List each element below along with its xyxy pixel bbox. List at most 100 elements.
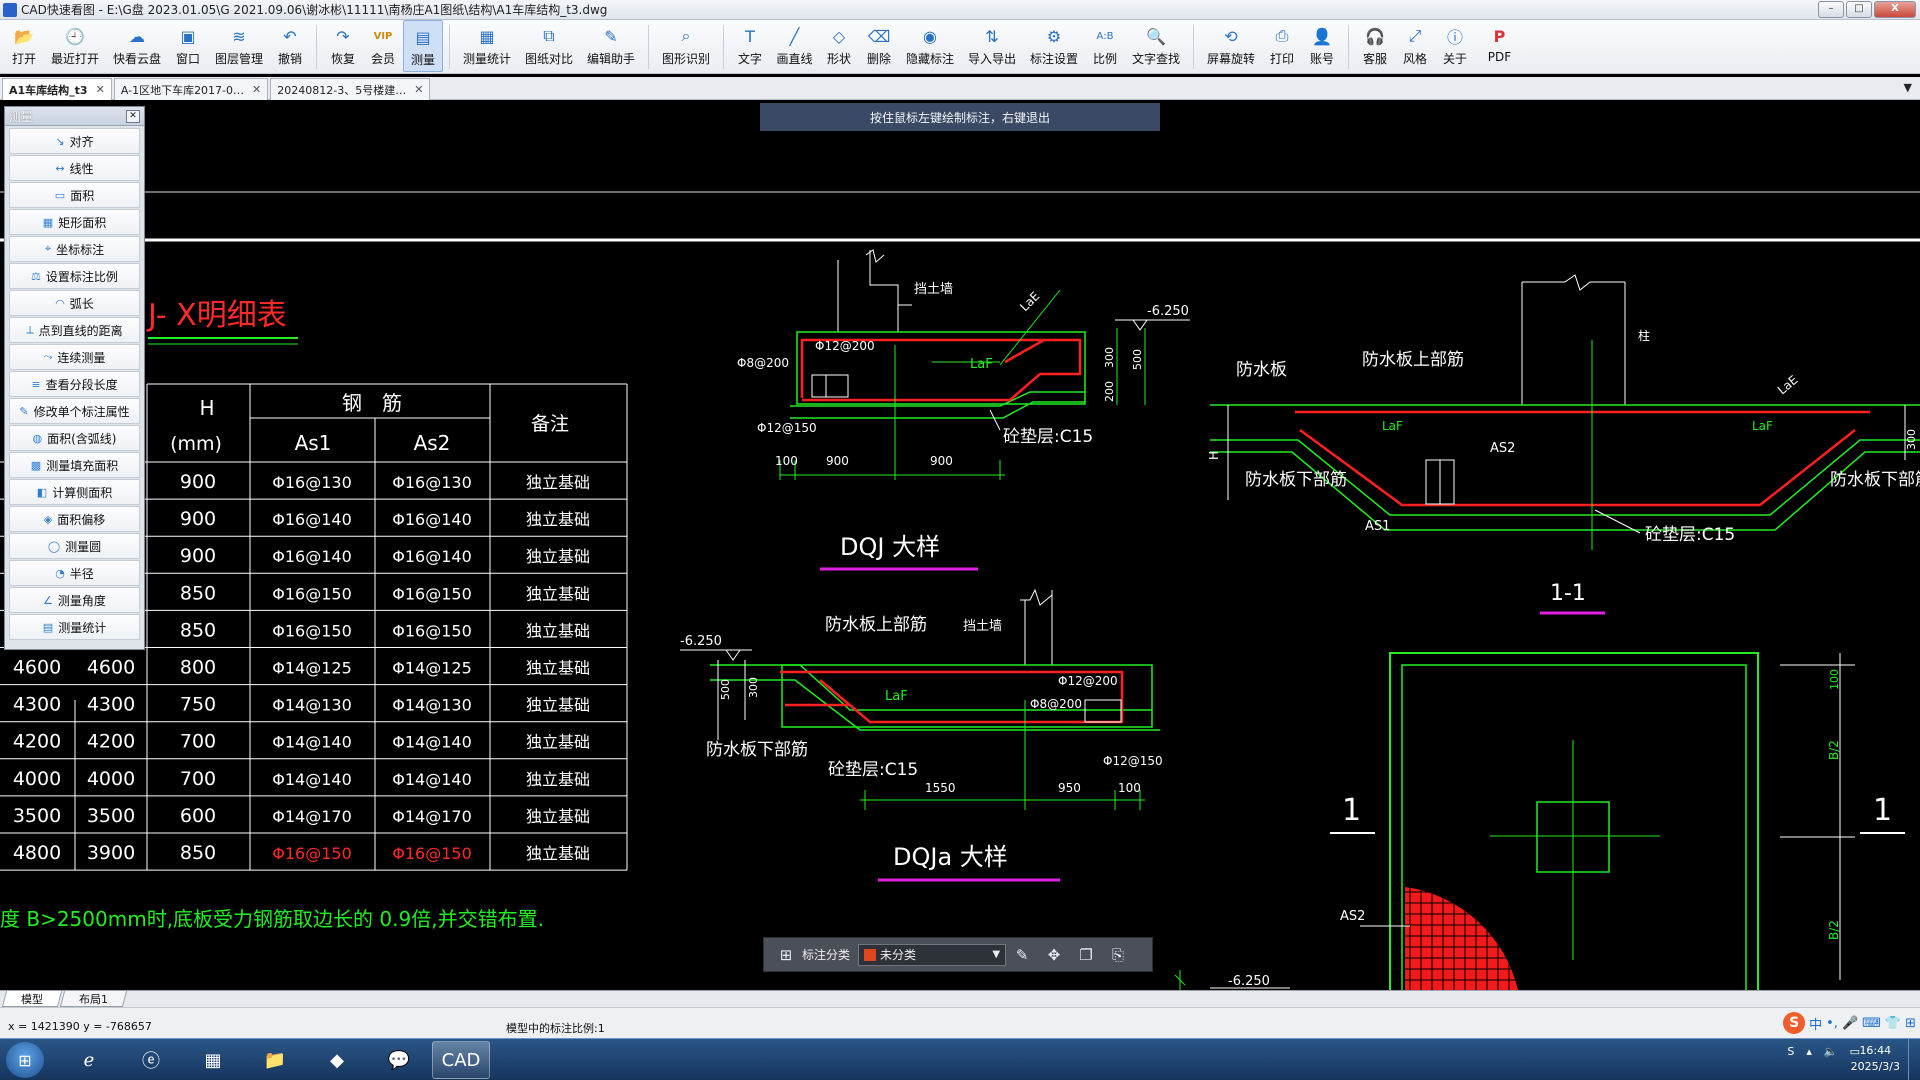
measure-tool-item[interactable]: ⤳连续测量 xyxy=(9,344,140,370)
measure-tool-item[interactable]: ◧计算侧面积 xyxy=(9,479,140,505)
toolbar-line-button[interactable]: ╱画直线 xyxy=(770,20,819,72)
tab-a1-basement[interactable]: A-1区地下车库2017-0…✕ xyxy=(113,78,269,100)
tray-expand-icon[interactable]: ▴ xyxy=(1806,1045,1812,1058)
measure-tool-item[interactable]: ↔线性 xyxy=(9,155,140,181)
close-icon[interactable]: ✕ xyxy=(126,109,140,123)
toolbar-print-button[interactable]: ⎙打印 xyxy=(1262,20,1302,72)
measure-tool-item[interactable]: ✎修改单个标注属性 xyxy=(9,398,140,424)
feishu-icon[interactable]: ◆ xyxy=(330,1049,344,1071)
measure-tool-item[interactable]: ↘对齐 xyxy=(9,128,140,154)
toolbar-edit-assistant-button[interactable]: ✎编辑助手 xyxy=(580,20,642,72)
edit-icon[interactable]: ✎ xyxy=(1015,945,1029,964)
toolbar-headset-button[interactable]: 🎧客服 xyxy=(1355,20,1395,72)
tab-building-35[interactable]: 20240812-3、5号楼建…✕ xyxy=(270,78,431,100)
toolbar-clock-button[interactable]: 🕘最近打开 xyxy=(44,20,106,72)
toolbar-redo-button[interactable]: ↷恢复 xyxy=(323,20,363,72)
toolbar-hide-eye-button[interactable]: ◉隐藏标注 xyxy=(899,20,961,72)
measure-tool-label: 点到直线的距离 xyxy=(38,323,123,338)
sogou-tray-icon[interactable]: S xyxy=(1787,1045,1795,1058)
measure-tool-item[interactable]: ◔半径 xyxy=(9,560,140,586)
toolbar-eraser-button[interactable]: ⌫删除 xyxy=(859,20,899,72)
header-h-unit: (mm) xyxy=(170,433,222,455)
toolbox-icon[interactable]: ⊞ xyxy=(1905,1015,1916,1031)
toolbar-text-search-button[interactable]: 🔍文字查找 xyxy=(1125,20,1187,72)
toolbar-layers-button[interactable]: ≋图层管理 xyxy=(208,20,270,72)
skin-icon[interactable]: 👕 xyxy=(1884,1015,1902,1031)
paste-icon[interactable]: ⎘ xyxy=(1112,945,1125,964)
toolbar-undo-button[interactable]: ↶撤销 xyxy=(270,20,310,72)
close-icon[interactable]: ✕ xyxy=(252,83,262,96)
measure-tool-item[interactable]: ▩测量填充面积 xyxy=(9,452,140,478)
toolbar-button-label: 恢复 xyxy=(330,52,355,66)
toolbar-cloud-button[interactable]: ☁快看云盘 xyxy=(106,20,168,72)
system-clock[interactable]: 16:44 2025/3/3 xyxy=(1851,1043,1900,1075)
ime-punctuation-icon[interactable]: •, xyxy=(1826,1015,1838,1031)
measure-tool-item[interactable]: ▦矩形面积 xyxy=(9,209,140,235)
dqj-dim-900a: 900 xyxy=(826,454,849,468)
browser-icon[interactable]: ⓔ xyxy=(142,1051,160,1072)
show-desktop-button[interactable] xyxy=(1908,1039,1920,1080)
toolbar-annotation-settings-button[interactable]: ⚙标注设置 xyxy=(1023,20,1085,72)
layout-tab-layout1[interactable]: 布局1 xyxy=(59,991,128,1007)
wechat-icon[interactable]: 💬 xyxy=(387,1049,411,1071)
start-button-icon[interactable]: ⊞ xyxy=(6,1042,44,1078)
section-column-label: 柱 xyxy=(1638,328,1650,343)
text-icon: T xyxy=(745,26,755,46)
toolbar-measure-stats-button[interactable]: ▦测量统计 xyxy=(456,20,518,72)
toolbar-rotate-button[interactable]: ⟲屏幕旋转 xyxy=(1200,20,1262,72)
minimize-button[interactable]: – xyxy=(1818,1,1844,18)
toolbar-import-export-button[interactable]: ⇅导入导出 xyxy=(961,20,1023,72)
measure-tool-item[interactable]: ◠弧长 xyxy=(9,290,140,316)
ime-chinese-icon[interactable]: 中 xyxy=(1809,1017,1823,1033)
volume-icon[interactable]: 🔈 xyxy=(1823,1045,1838,1058)
close-icon[interactable]: ✕ xyxy=(414,83,424,96)
measure-tool-icon: ▩ xyxy=(30,458,42,472)
annotation-category-select[interactable]: 未分类 ▼ xyxy=(858,943,1007,966)
toolbar-compare-button[interactable]: ⧉图纸对比 xyxy=(518,20,580,72)
microphone-icon[interactable]: 🎤 xyxy=(1841,1015,1859,1031)
measure-tool-item[interactable]: ◍面积(含弧线) xyxy=(9,425,140,451)
toolbar-shape-button[interactable]: ◇形状 xyxy=(819,20,859,72)
move-icon[interactable]: ✥ xyxy=(1047,945,1061,964)
toolbar-window-button[interactable]: ▣窗口 xyxy=(168,20,208,72)
explorer-icon[interactable]: 📁 xyxy=(263,1049,287,1071)
toolbar-style-button[interactable]: ⤢风格 xyxy=(1395,20,1435,72)
tab-a1-garage[interactable]: A1车库结构_t3✕ xyxy=(2,78,112,100)
toolbar-folder-open-button[interactable]: 📂打开 xyxy=(4,20,44,72)
measure-tool-item[interactable]: ⟂点到直线的距离 xyxy=(9,317,140,343)
toolbar-shape-recognize-button[interactable]: ⌕图形识别 xyxy=(655,20,717,72)
table-cell-h: 850 xyxy=(180,842,216,864)
close-button[interactable]: X xyxy=(1874,1,1916,18)
tab-list-dropdown-icon[interactable]: ▼ xyxy=(1903,81,1912,94)
measure-tool-item[interactable]: ⚖设置标注比例 xyxy=(9,263,140,289)
sogou-ime-icon[interactable]: S xyxy=(1783,1012,1806,1034)
measure-tool-item[interactable]: ∠测量角度 xyxy=(9,587,140,613)
grid-icon[interactable]: ⊞ xyxy=(779,945,793,964)
cad-icon[interactable]: CAD xyxy=(432,1041,490,1079)
measure-tool-item[interactable]: ◈面积偏移 xyxy=(9,506,140,532)
table-cell-as2: Φ16@140 xyxy=(392,547,472,566)
network-icon[interactable]: ▭ xyxy=(1849,1045,1860,1058)
close-icon[interactable]: ✕ xyxy=(95,83,105,96)
maximize-button[interactable]: □ xyxy=(1846,1,1872,18)
measure-panel-header[interactable]: 测量 ✕ xyxy=(5,107,144,126)
toolbar-account-button[interactable]: 👤账号 xyxy=(1302,20,1342,72)
measure-tool-item[interactable]: ▤测量统计 xyxy=(9,614,140,640)
toolbar-measure-button[interactable]: ▤测量 xyxy=(403,20,443,72)
measure-tool-item[interactable]: ▭面积 xyxy=(9,182,140,208)
measure-tool-item[interactable]: ⌖坐标标注 xyxy=(9,236,140,262)
keyboard-icon[interactable]: ⌨ xyxy=(1862,1015,1881,1031)
clock-date: 2025/3/3 xyxy=(1850,1060,1900,1073)
layout-tab-model[interactable]: 模型 xyxy=(1,991,63,1007)
calculator-icon[interactable]: ▦ xyxy=(204,1049,222,1071)
copy-icon[interactable]: ❐ xyxy=(1079,945,1093,964)
ie-icon[interactable]: ℯ xyxy=(83,1049,95,1071)
measure-tool-item[interactable]: ◯测量圆 xyxy=(9,533,140,559)
measure-tool-item[interactable]: ≡查看分段长度 xyxy=(9,371,140,397)
